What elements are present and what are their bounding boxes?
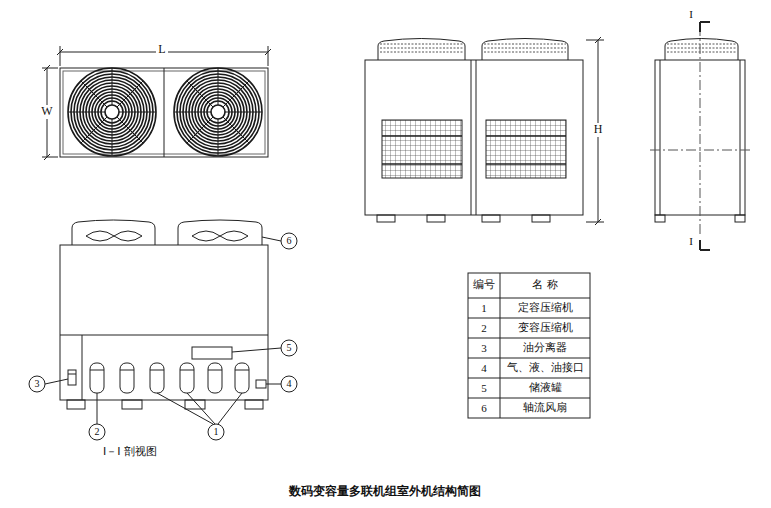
section-view: [29, 220, 297, 440]
callout-number: 1: [214, 426, 219, 438]
table-cell: 4: [481, 362, 487, 375]
table-cell: 5: [481, 382, 487, 395]
callout-number: 3: [35, 378, 40, 390]
top-view: [42, 46, 271, 160]
table-cell: 3: [481, 342, 487, 355]
front-view: [365, 37, 604, 225]
dimension-label: L: [156, 43, 167, 57]
table-cell: 气、液、油接口: [507, 362, 584, 375]
fan-grille: [68, 68, 156, 156]
table-cell: 编号: [473, 279, 495, 292]
table-cell: 2: [481, 322, 487, 335]
section-mark: I: [689, 8, 693, 21]
section-mark: I: [689, 235, 693, 248]
callout-number: 2: [95, 426, 100, 438]
table-cell: 定容压缩机: [518, 302, 573, 315]
compressors: [90, 363, 249, 393]
callout-number: 4: [287, 378, 292, 390]
callout-number: 5: [287, 342, 292, 354]
table-cell: 变容压缩机: [518, 322, 573, 335]
table-cell: 轴流风扇: [523, 402, 567, 415]
table-cell: 名 称: [532, 279, 558, 292]
table-cell: 油分离器: [523, 342, 567, 355]
callout-number: 6: [287, 235, 292, 247]
table-cell: 储液罐: [529, 382, 562, 395]
parts-table: [468, 273, 590, 418]
dimension-label: H: [592, 123, 605, 137]
side-view: [650, 22, 750, 250]
caption: 数码变容量多联机组室外机结构简图: [289, 485, 481, 499]
table-cell: 1: [481, 302, 487, 315]
view-title: I－I 剖视图: [103, 446, 157, 459]
table-cell: 6: [481, 402, 487, 415]
dimension-label: W: [39, 105, 54, 119]
